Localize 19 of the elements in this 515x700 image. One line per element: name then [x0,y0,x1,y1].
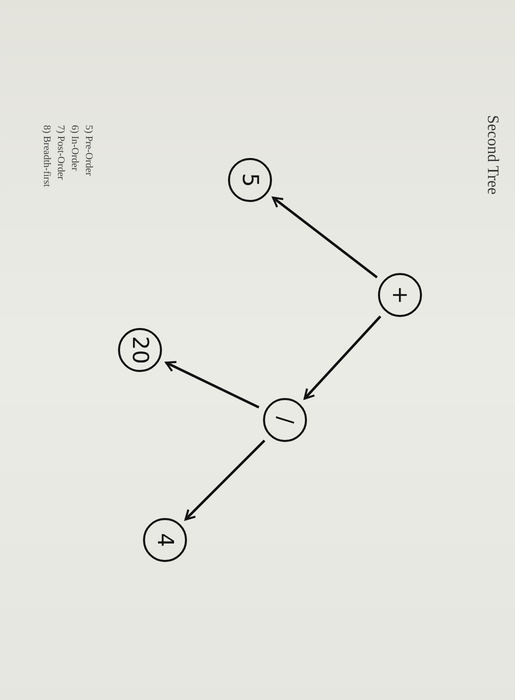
arrow [272,196,378,278]
node-circle [143,518,187,562]
list-item: 8) Breadth-first [40,125,53,187]
arrow [304,316,382,400]
node-label: 4 [152,533,178,547]
list-item: 5) Pre-Order [82,125,95,176]
node-circle [118,328,162,372]
arrow [184,440,266,520]
node-circle [228,158,272,202]
node-label: 20 [128,336,152,364]
node-circle [378,273,422,317]
node-label: / [272,416,298,424]
node-label: + [388,286,412,304]
arrow [165,361,260,409]
node-circle [263,398,307,442]
node-label: 5 [238,173,262,187]
list-item: 7) Post-Order [54,125,67,180]
list-item: 6) In-Order [68,125,81,171]
title: Second Tree [483,115,501,195]
